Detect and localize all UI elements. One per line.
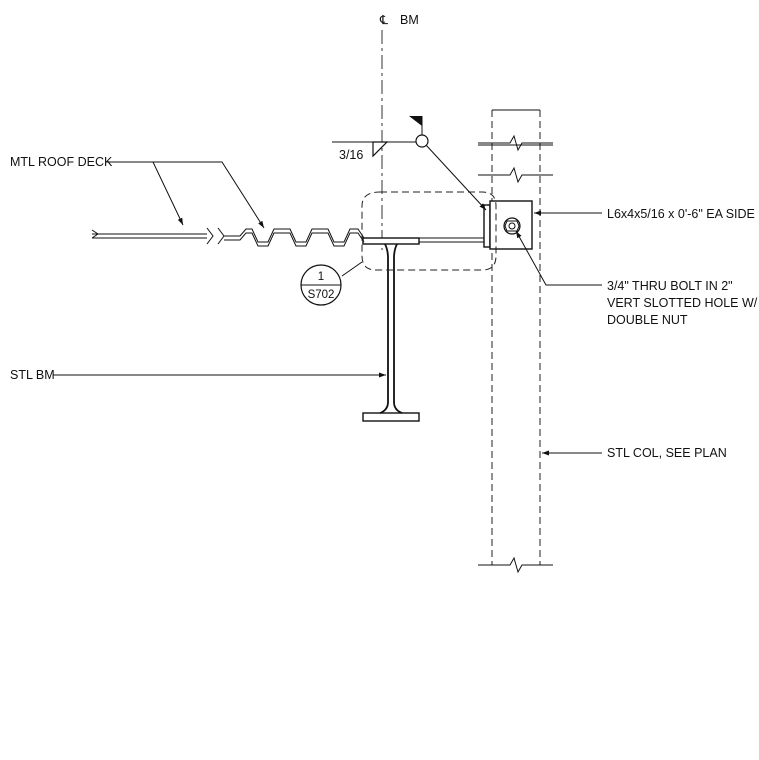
label-deck: MTL ROOF DECK <box>10 155 265 229</box>
fillet-weld-icon <box>372 141 389 158</box>
centerline-label: BM <box>400 13 419 27</box>
detail-sheet: S702 <box>308 289 335 301</box>
centerline-symbol: ℄ <box>379 13 389 27</box>
beam-label: STL BM <box>10 368 55 382</box>
angle-connection <box>483 200 533 250</box>
field-weld-flag-icon <box>409 116 422 126</box>
deck-label: MTL ROOF DECK <box>10 155 113 169</box>
label-column: STL COL, SEE PLAN <box>542 446 727 460</box>
bolt-label-line3: DOUBLE NUT <box>607 313 688 327</box>
label-angle: L6x4x5/16 x 0'-6" EA SIDE <box>534 207 755 221</box>
steel-column <box>478 109 553 574</box>
detail-callout-bubble: 1 S702 <box>300 261 363 306</box>
weld-size: 3/16 <box>339 148 363 162</box>
label-bolt: 3/4" THRU BOLT IN 2" VERT SLOTTED HOLE W… <box>515 230 758 327</box>
label-beam: STL BM <box>10 368 386 382</box>
column-label: STL COL, SEE PLAN <box>607 446 727 460</box>
bolt-label-line1: 3/4" THRU BOLT IN 2" <box>607 279 733 293</box>
weld-symbol: 3/16 <box>332 116 487 211</box>
angle-label: L6x4x5/16 x 0'-6" EA SIDE <box>607 207 755 221</box>
bolt-label-line2: VERT SLOTTED HOLE W/ <box>607 296 758 310</box>
steel-beam <box>362 237 488 422</box>
beam-centerline: ℄ BM <box>379 13 419 250</box>
metal-roof-deck <box>91 227 365 247</box>
detail-boundary <box>361 191 497 271</box>
thru-bolt-icon <box>503 217 521 235</box>
detail-number: 1 <box>318 271 324 283</box>
